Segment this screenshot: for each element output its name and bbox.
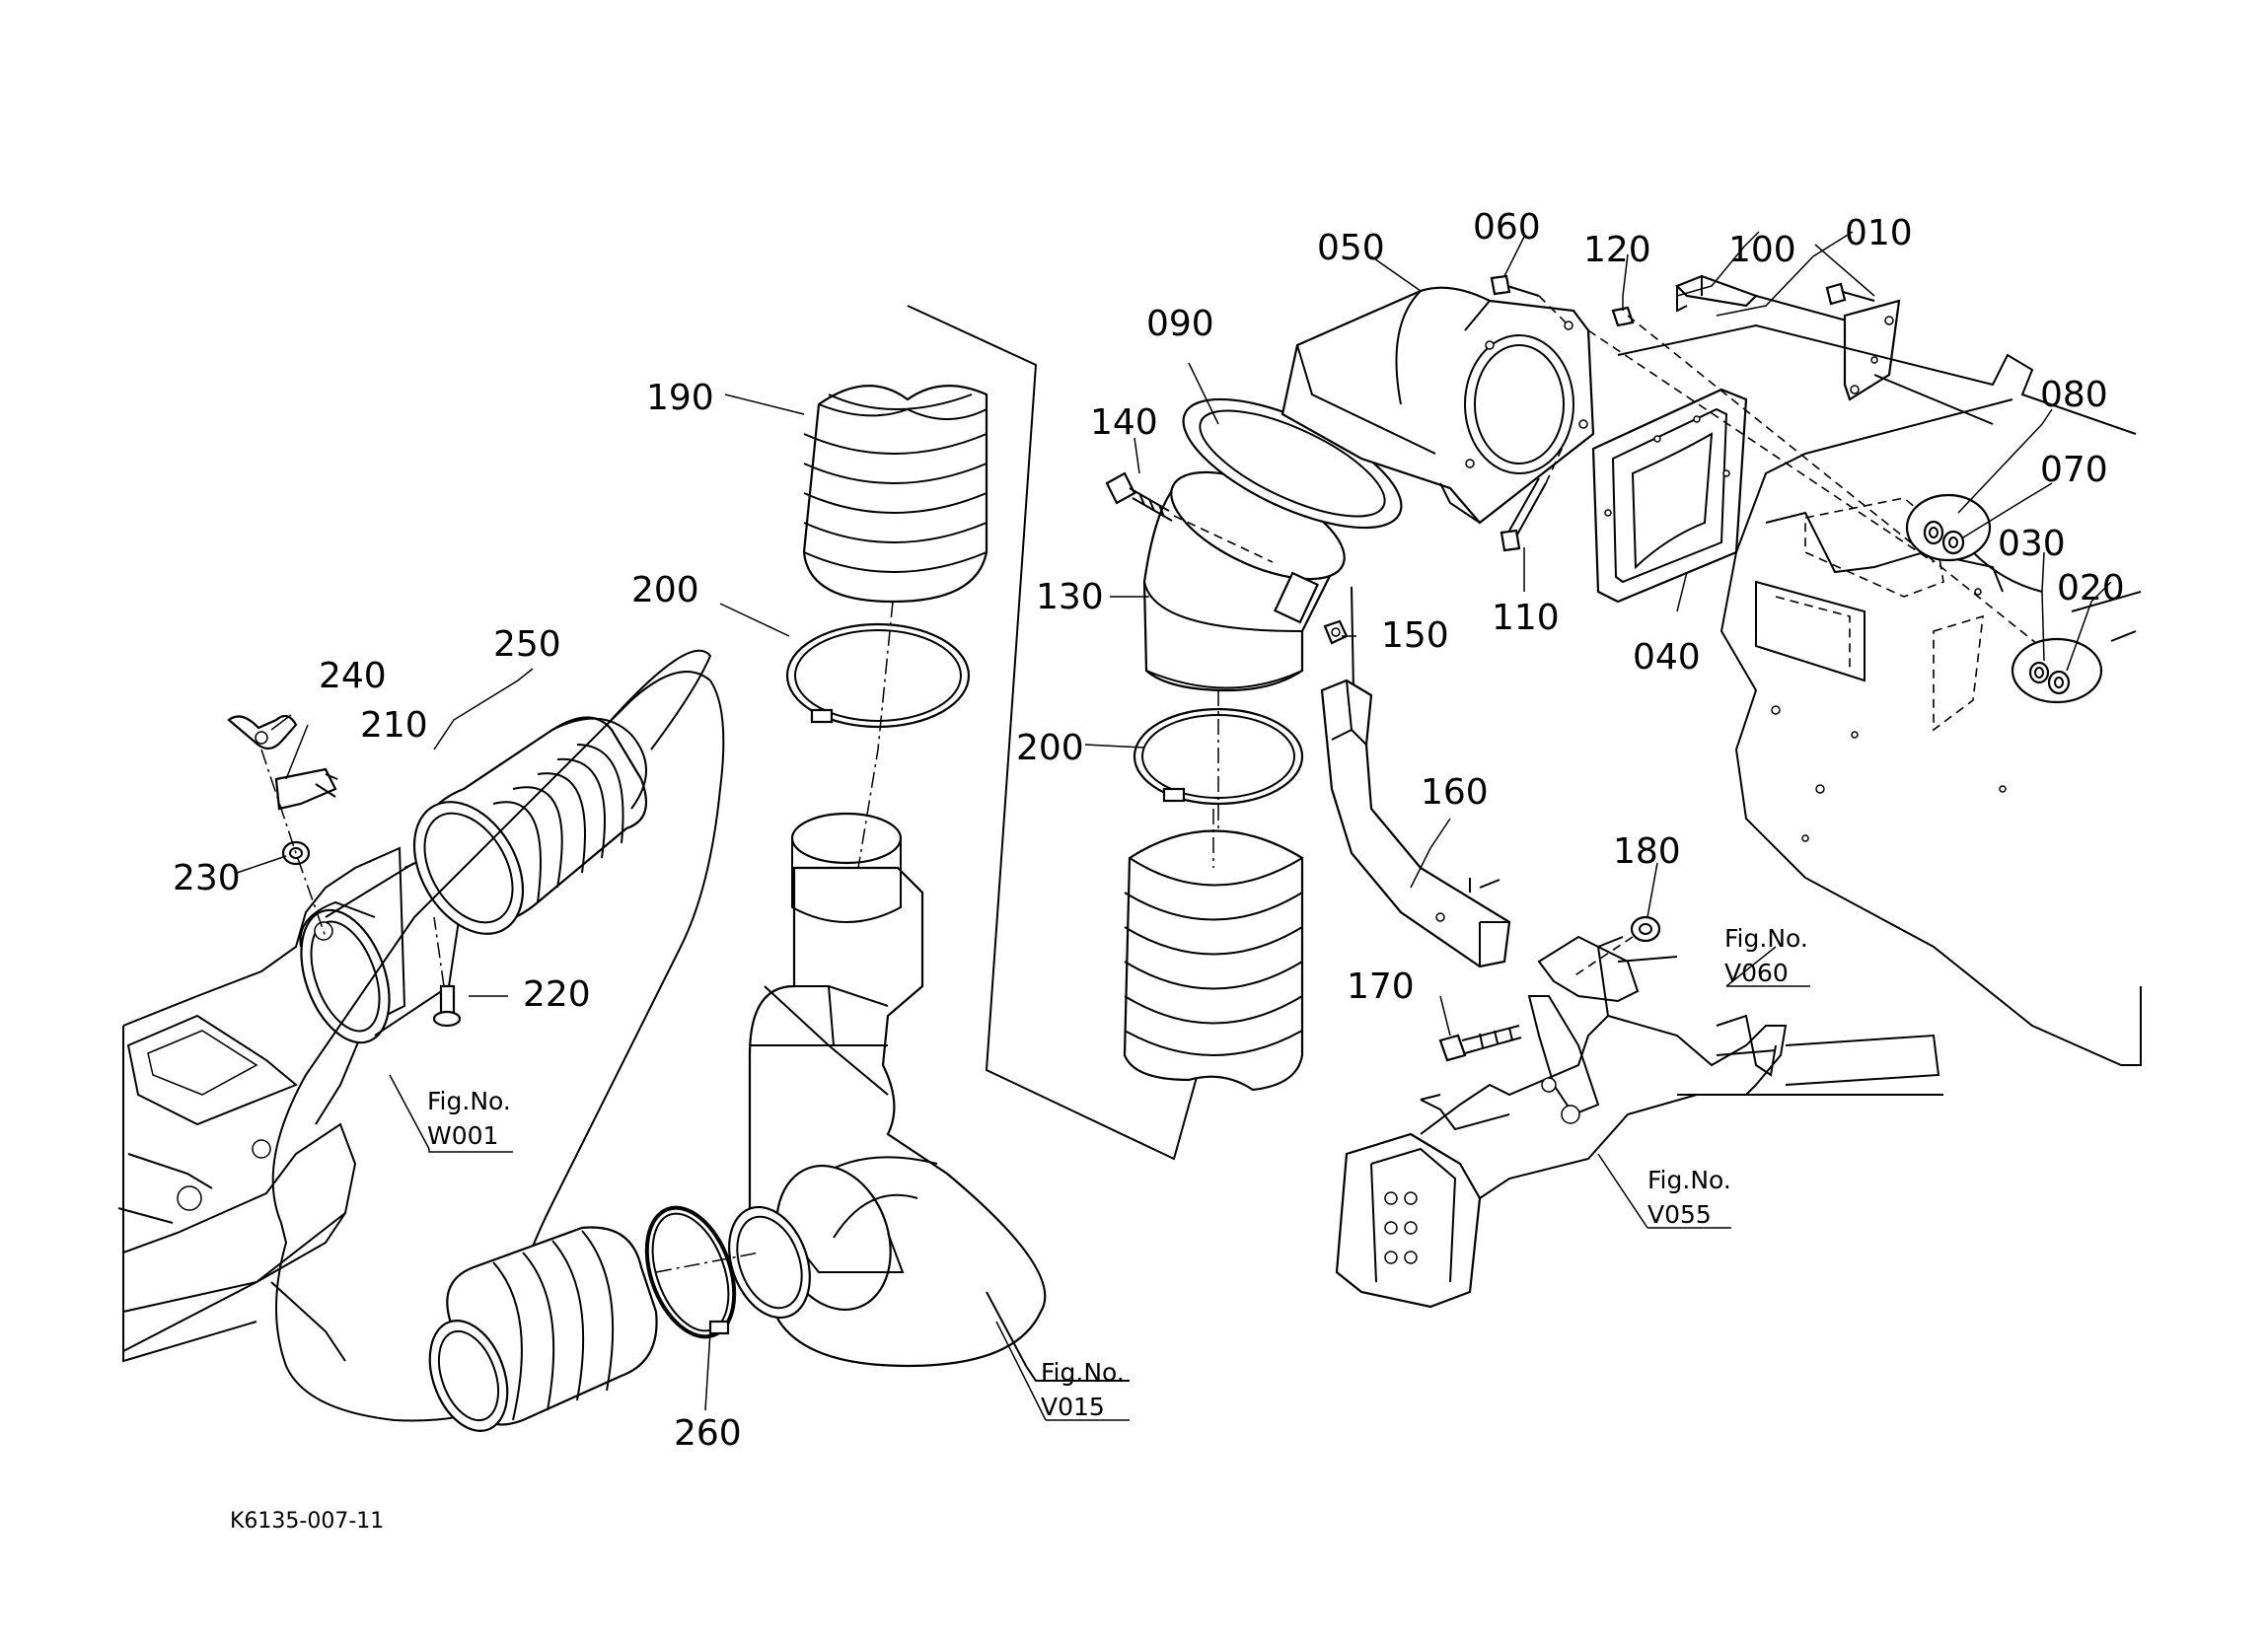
part-150-nut — [1323, 619, 1349, 645]
mounting-frame — [1335, 935, 1943, 1309]
part-160-bracket — [1320, 679, 1511, 968]
callout-190: 190 — [646, 378, 714, 418]
parts-070-080-washers — [1905, 493, 1992, 562]
figure-references: Fig.No. W001 Fig.No. V015 Fig.No. V060 F… — [427, 924, 1808, 1421]
callout-250: 250 — [493, 624, 561, 665]
figref-v015-code: V015 — [1041, 1393, 1105, 1421]
callout-210: 210 — [360, 705, 428, 746]
part-250-hose — [412, 649, 712, 935]
part-200-clamp-lower — [1133, 690, 1304, 838]
callout-260: 260 — [674, 1413, 742, 1454]
part-190-hose — [802, 385, 988, 604]
callout-180: 180 — [1613, 831, 1681, 872]
callout-160: 160 — [1421, 772, 1489, 813]
callout-060: 060 — [1473, 207, 1541, 248]
callout-070: 070 — [2040, 450, 2108, 490]
part-hose-lower-center — [1123, 809, 1304, 1092]
part-050-housing — [1280, 286, 1595, 525]
callout-110: 110 — [1492, 598, 1560, 638]
part-140-bolt — [1105, 471, 1274, 563]
callout-120: 120 — [1583, 230, 1651, 270]
callout-130: 130 — [1036, 577, 1104, 617]
figref-v055-label: Fig.No. — [1647, 1166, 1731, 1194]
callout-200-lower: 200 — [1016, 728, 1084, 768]
part-260-hose-clamp — [428, 1205, 761, 1432]
intake-duct-elbow — [271, 671, 1130, 1422]
figref-v060-code: V060 — [1724, 959, 1789, 987]
figref-v060-label: Fig.No. — [1724, 924, 1808, 953]
callout-bracket-190 — [907, 305, 1200, 1161]
callout-220: 220 — [523, 974, 591, 1015]
callout-100: 100 — [1728, 230, 1796, 270]
figref-w001-code: W001 — [427, 1121, 498, 1150]
air-cleaner-housing — [117, 846, 466, 1363]
callout-050: 050 — [1317, 228, 1385, 268]
callout-040: 040 — [1633, 637, 1701, 678]
callout-240: 240 — [319, 656, 387, 696]
part-200-clamp-upper — [785, 601, 971, 869]
leader-lines — [236, 231, 2112, 1421]
part-180-nut — [1573, 915, 1661, 977]
figref-w001-label: Fig.No. — [427, 1087, 511, 1115]
callout-010: 010 — [1845, 213, 1913, 253]
part-170-bolt — [1438, 1025, 1522, 1062]
callout-090: 090 — [1146, 304, 1214, 344]
callout-080: 080 — [2040, 375, 2108, 415]
callout-020: 020 — [2057, 568, 2125, 608]
part-100-bracket — [1675, 274, 1901, 401]
callout-200-upper: 200 — [631, 570, 699, 610]
part-060-bolt — [1490, 274, 1570, 326]
figref-v015-label: Fig.No. — [1041, 1358, 1125, 1387]
callout-140: 140 — [1090, 402, 1158, 443]
callout-030: 030 — [1998, 524, 2066, 564]
part-010-bolt — [1825, 282, 1875, 306]
figref-v055-code: V055 — [1647, 1200, 1712, 1229]
drawing-code: K6135-007-11 — [230, 1509, 384, 1534]
parts-020-030-washers — [2011, 637, 2103, 704]
callout-150: 150 — [1381, 615, 1449, 656]
part-110-bolt — [1500, 433, 1570, 552]
part-040-plate — [1591, 388, 1748, 604]
callout-labels: 010 020 030 040 050 060 070 080 090 100 … — [173, 207, 2125, 1454]
part-130-elbow — [1142, 470, 1346, 692]
callout-230: 230 — [173, 858, 241, 898]
callout-bracket-130 — [1351, 586, 1354, 691]
callout-170: 170 — [1347, 966, 1415, 1007]
